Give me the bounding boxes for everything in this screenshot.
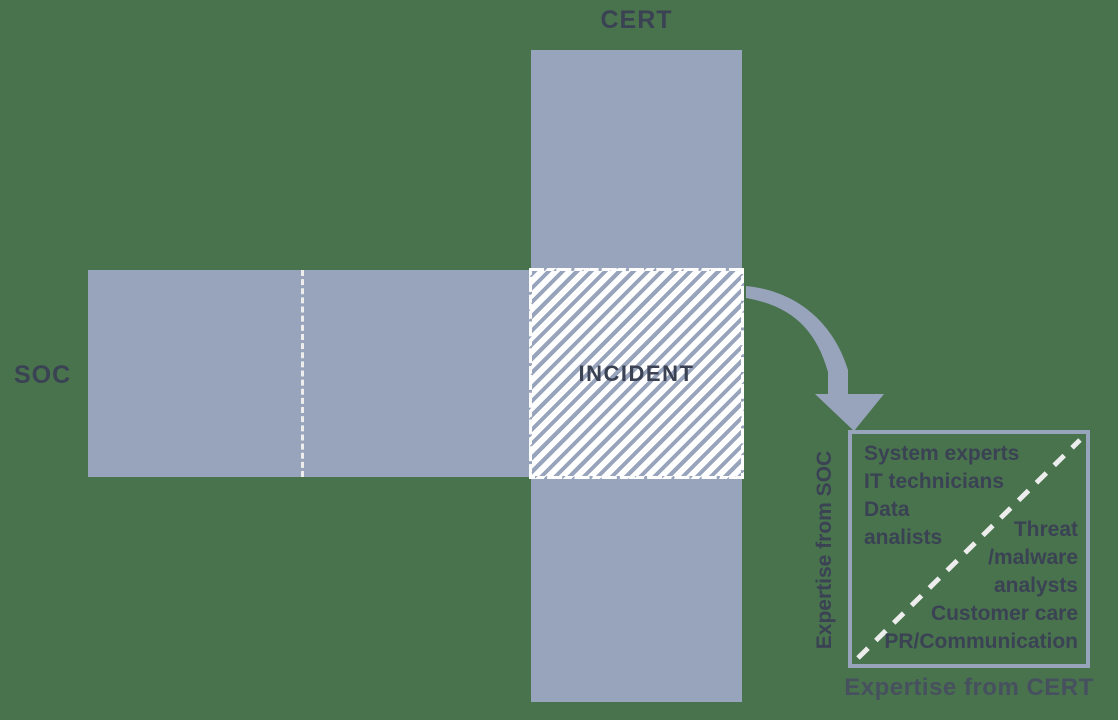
list-item: Data [864, 498, 910, 521]
list-item: IT technicians [864, 470, 1005, 493]
list-item: System experts [864, 442, 1020, 465]
expertise-box: System experts IT technicians Data anali… [848, 430, 1090, 668]
expertise-from-cert-axis-label: Expertise from CERT [844, 674, 1094, 701]
list-item: analysts [993, 574, 1078, 597]
cert-bar-label: CERT [600, 6, 673, 34]
incident-intersection-cell: INCIDENT [529, 268, 744, 479]
cert-expertise-list: Threat /malware analysts Customer care P… [884, 516, 1078, 656]
soc-bar-dashed-divider [301, 270, 304, 477]
list-item: Customer care [930, 602, 1078, 625]
soc-bar-label: SOC [14, 361, 72, 389]
list-item: Threat [1013, 518, 1078, 541]
incident-label: INCIDENT [578, 360, 695, 386]
diagonal-dashed-line [856, 438, 1082, 660]
soc-expertise-list: System experts IT technicians Data anali… [864, 440, 1019, 552]
list-item: analists [864, 526, 943, 549]
list-item: /malware [988, 546, 1078, 569]
expertise-from-soc-axis-label: Expertise from SOC [813, 450, 836, 650]
list-item: PR/Communication [884, 630, 1078, 653]
